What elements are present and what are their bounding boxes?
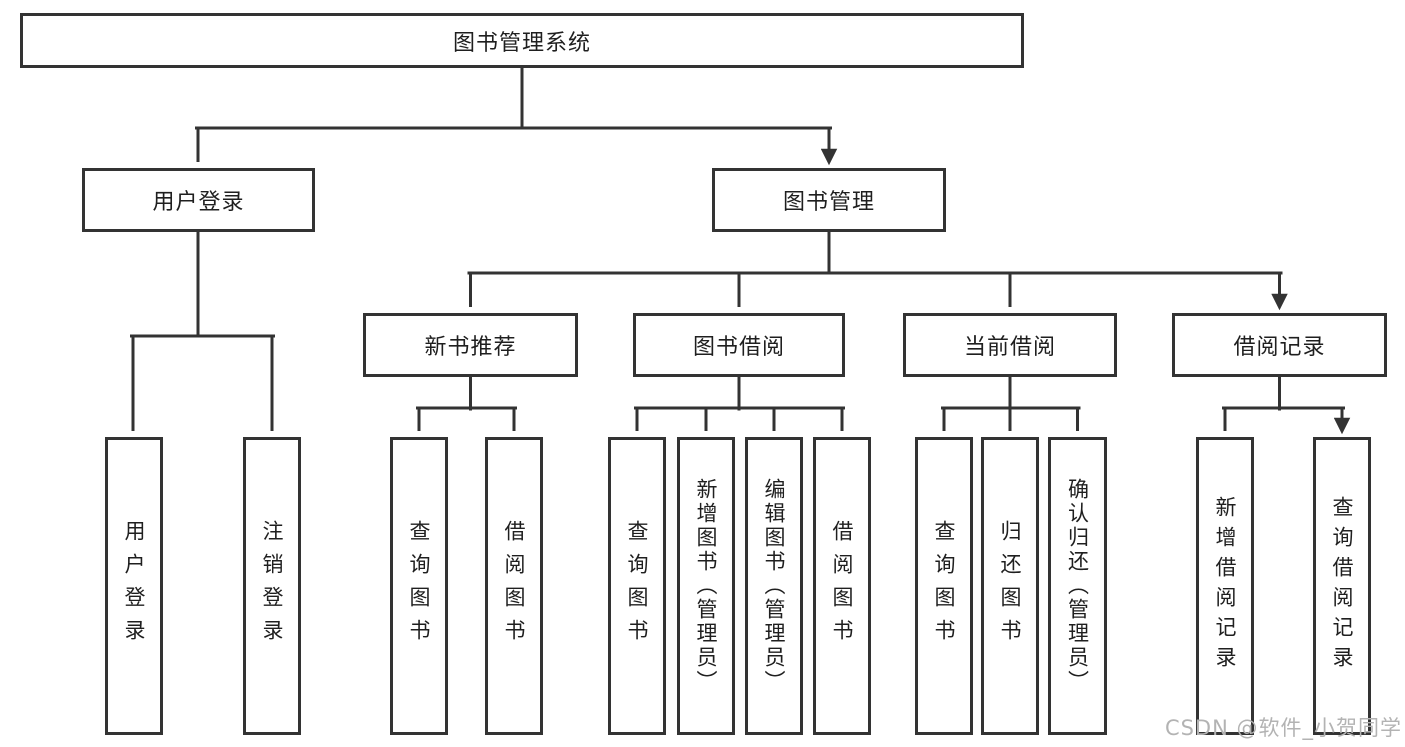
leaf-bb-query-books-label: 查询图书 xyxy=(625,520,649,652)
node-book-management-label: 图书管理 xyxy=(782,190,875,215)
leaf-user-login: 用户登录 xyxy=(105,437,163,735)
node-root-system: 图书管理系统 xyxy=(20,13,1024,68)
node-user-login: 用户登录 xyxy=(82,168,315,232)
leaf-bb-query-books: 查询图书 xyxy=(608,437,666,735)
leaf-br-query-record-label: 查询借阅记录 xyxy=(1330,496,1354,676)
leaf-cb-return-books-label: 归还图书 xyxy=(998,520,1022,652)
leaf-br-add-record: 新增借阅记录 xyxy=(1196,437,1254,735)
node-book-borrowing: 图书借阅 xyxy=(633,313,845,377)
leaf-logout: 注销登录 xyxy=(243,437,301,735)
leaf-cb-confirm-return-admin-label: 确认归还（管理员） xyxy=(1065,478,1090,694)
leaf-br-query-record: 查询借阅记录 xyxy=(1313,437,1371,735)
node-borrowing-records-label: 借阅记录 xyxy=(1233,335,1326,360)
leaf-nbr-borrow-books-label: 借阅图书 xyxy=(502,520,526,652)
leaf-nbr-borrow-books: 借阅图书 xyxy=(485,437,543,735)
leaf-bb-add-books-admin: 新增图书（管理员） xyxy=(677,437,735,735)
leaf-cb-confirm-return-admin: 确认归还（管理员） xyxy=(1048,437,1107,735)
leaf-bb-borrow-books-label: 借阅图书 xyxy=(830,520,854,652)
node-current-borrowing-label: 当前借阅 xyxy=(963,335,1056,360)
connector-trunks xyxy=(130,66,1345,411)
leaf-bb-borrow-books: 借阅图书 xyxy=(813,437,871,735)
leaf-cb-query-books-label: 查询图书 xyxy=(932,520,956,652)
leaf-nbr-query-books-label: 查询图书 xyxy=(407,520,431,652)
node-new-book-recommend: 新书推荐 xyxy=(363,313,578,377)
connector-arrows-leaves xyxy=(131,336,1342,431)
node-book-management: 图书管理 xyxy=(712,168,946,232)
node-book-borrowing-label: 图书借阅 xyxy=(692,335,785,360)
leaf-user-login-label: 用户登录 xyxy=(122,520,146,652)
node-current-borrowing: 当前借阅 xyxy=(903,313,1117,377)
connector-arrows-level2 xyxy=(196,128,829,162)
leaf-cb-query-books: 查询图书 xyxy=(915,437,973,735)
connector-arrows-level3 xyxy=(469,273,1280,307)
leaf-nbr-query-books: 查询图书 xyxy=(390,437,448,735)
leaf-bb-add-books-admin-label: 新增图书（管理员） xyxy=(694,478,718,694)
node-new-book-recommend-label: 新书推荐 xyxy=(424,335,517,360)
leaf-bb-edit-books-admin-label: 编辑图书（管理员） xyxy=(762,478,786,694)
leaf-logout-label: 注销登录 xyxy=(260,520,284,652)
csdn-watermark: CSDN @软件_小贺同学 xyxy=(1164,716,1402,740)
leaf-bb-edit-books-admin: 编辑图书（管理员） xyxy=(745,437,803,735)
leaf-br-add-record-label: 新增借阅记录 xyxy=(1213,496,1237,676)
node-root-system-label: 图书管理系统 xyxy=(452,30,591,56)
leaf-cb-return-books: 归还图书 xyxy=(981,437,1039,735)
node-borrowing-records: 借阅记录 xyxy=(1172,313,1387,377)
node-user-login-label: 用户登录 xyxy=(152,190,245,215)
